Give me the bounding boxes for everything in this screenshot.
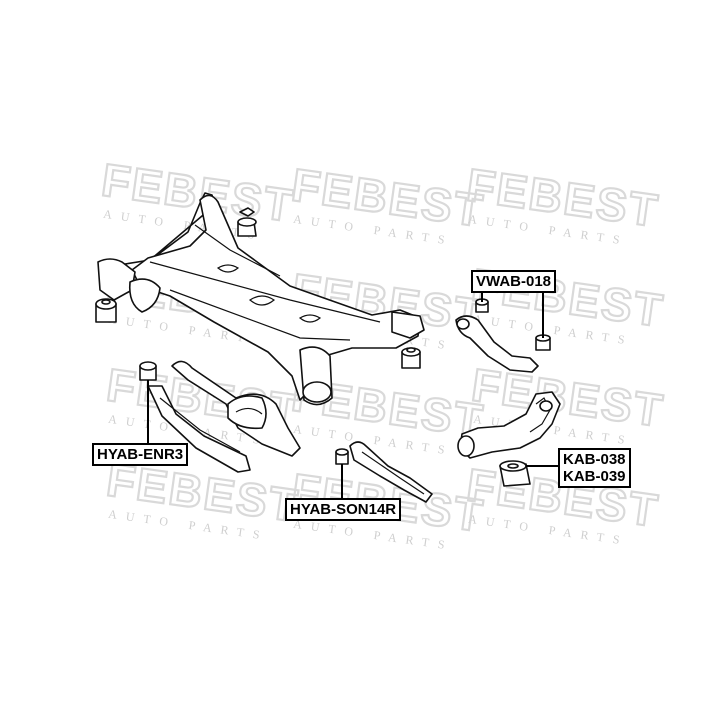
label-vwab-018: VWAB-018	[471, 270, 557, 293]
label-text: HYAB-SON14R	[290, 501, 397, 518]
label-hyab-enr3: HYAB-ENR3	[92, 443, 189, 466]
watermark-group: FEBEST AUTO PARTS FEBEST AUTO PARTS FEBE…	[98, 152, 669, 553]
label-hyab-son14r: HYAB-SON14R	[285, 498, 402, 521]
label-text-kab-039: KAB-039	[563, 468, 626, 485]
label-text: HYAB-ENR3	[97, 446, 184, 463]
bushing-top	[237, 207, 257, 237]
label-text: VWAB-018	[476, 273, 552, 290]
bushing-right	[401, 347, 421, 369]
callout-lines	[147, 290, 558, 499]
bushing-left	[95, 298, 117, 323]
hyab-enr3-assembly	[139, 360, 301, 473]
label-text-kab-038: KAB-038	[563, 451, 626, 468]
label-kab-038-039: KAB-038 KAB-039	[558, 448, 631, 488]
vwab-018-assembly	[455, 298, 551, 373]
subframe-drawing	[97, 192, 425, 406]
kab-assembly	[457, 391, 561, 487]
hyab-son14r-assembly	[335, 441, 433, 503]
